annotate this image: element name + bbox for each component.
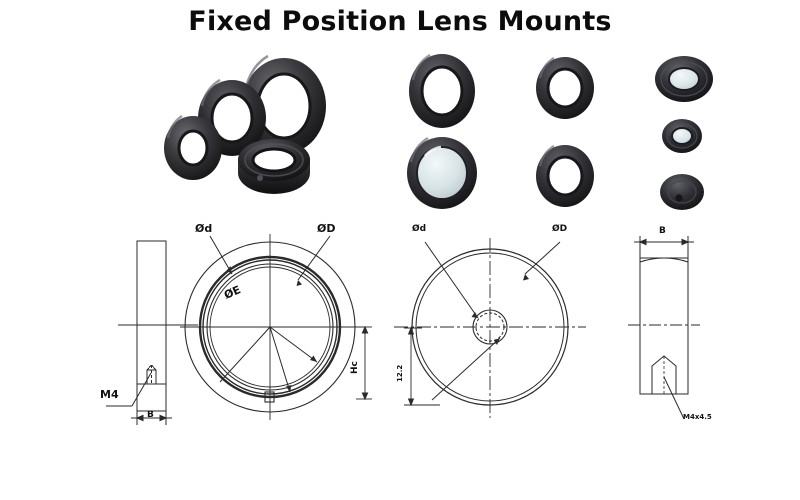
photo-mount-smallest bbox=[660, 174, 704, 210]
cluster-left-svg bbox=[164, 54, 326, 194]
page-title: Fixed Position Lens Mounts bbox=[188, 6, 612, 37]
label-center-height-hc: Hc bbox=[350, 361, 360, 374]
front-view-main-svg bbox=[177, 234, 372, 420]
label-thread-m4x45: M4x4.5 bbox=[683, 413, 712, 421]
label-inner-bore-d: Ød bbox=[195, 222, 213, 235]
label-width-b: B bbox=[147, 410, 154, 420]
drawing-front-view-main: Ød ØD ØE Hc bbox=[177, 222, 380, 427]
label-center-height-122: 12.2 bbox=[396, 364, 404, 382]
label-width-b-right: B bbox=[659, 226, 666, 236]
photo-mount-with-lens bbox=[407, 136, 477, 209]
drawing-front-view-secondary: Ød ØD 12.2 bbox=[392, 222, 588, 427]
drawing-side-view-right: B M4x4.5 bbox=[626, 222, 776, 447]
drawing-side-view-left: M4 B bbox=[98, 222, 206, 442]
label-inner-bore-d-secondary: Ød bbox=[412, 224, 427, 234]
product-photo-band bbox=[0, 48, 800, 218]
photo-ring-flat bbox=[238, 139, 310, 194]
label-outer-diameter-D: ØD bbox=[317, 222, 336, 235]
photo-mount-empty-bottom-right bbox=[536, 145, 594, 207]
photo-ring-small bbox=[164, 114, 222, 180]
grid-middle-svg bbox=[407, 53, 594, 209]
photo-group-cluster-left bbox=[160, 48, 360, 223]
label-thread-m4: M4 bbox=[100, 388, 119, 401]
photo-mount-empty-top-left bbox=[409, 53, 475, 128]
photo-mount-empty-top-right bbox=[536, 57, 594, 119]
photo-mount-smaller-with-lens bbox=[662, 119, 702, 153]
side-view-left-svg bbox=[106, 240, 198, 425]
label-outer-diameter-D-secondary: ØD bbox=[552, 224, 568, 234]
photo-group-grid-middle bbox=[395, 50, 610, 220]
photo-mount-small-with-lens bbox=[655, 56, 713, 102]
technical-drawings-band: M4 B bbox=[0, 222, 800, 450]
side-view-right-svg bbox=[628, 236, 700, 420]
column-right-svg bbox=[655, 56, 713, 210]
photo-group-column-right bbox=[636, 52, 746, 217]
front-view-secondary-svg bbox=[394, 238, 586, 418]
